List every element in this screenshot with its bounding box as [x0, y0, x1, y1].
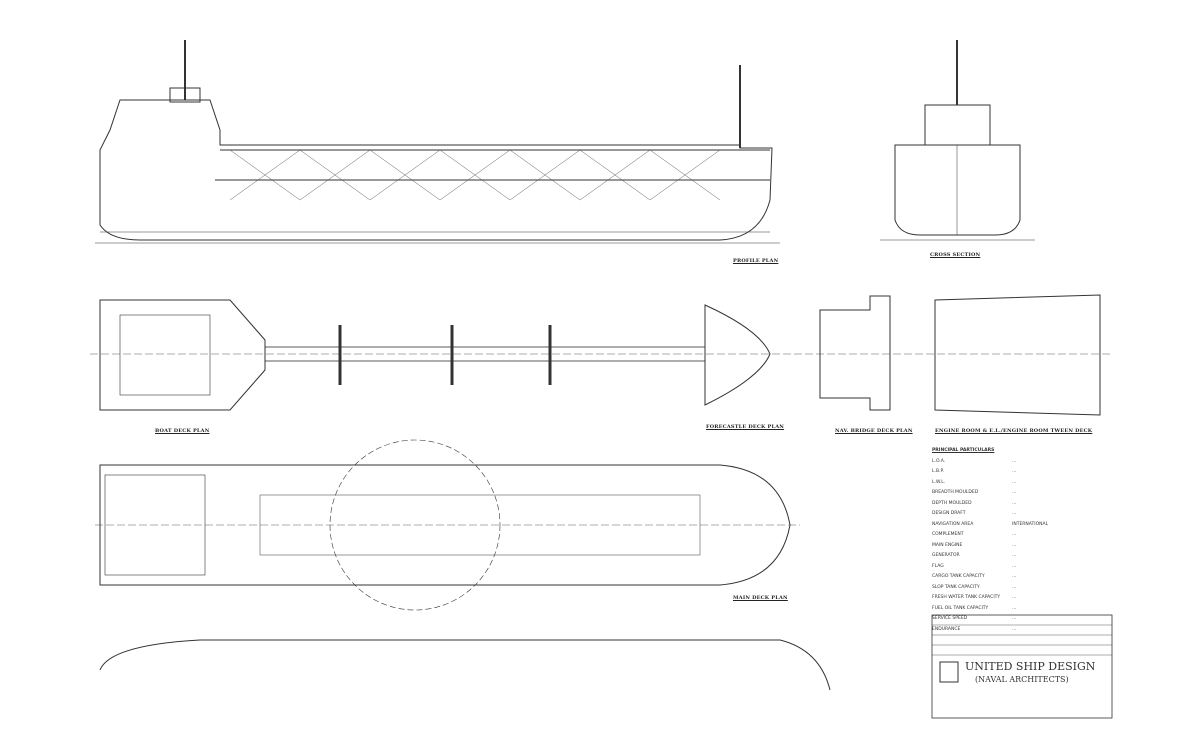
company-subtitle: (NAVAL ARCHITECTS) [975, 675, 1069, 684]
catwalk [264, 346, 706, 362]
particular-row: CARGO TANK CAPACITY … [932, 572, 1112, 583]
particular-row: ENDURANCE … [932, 624, 1112, 635]
particular-value: … [1012, 553, 1017, 559]
manifold-walkways [338, 325, 552, 385]
label-profile-plan: PROFILE PLAN [733, 258, 779, 264]
particular-row: SLOP TANK CAPACITY … [932, 582, 1112, 593]
particular-row: L.O.A. … [932, 456, 1112, 467]
particular-value: … [1012, 490, 1017, 496]
particular-row: L.W.L. … [932, 477, 1112, 488]
label-cross-section: CROSS SECTION [930, 252, 981, 258]
profile-plan [95, 40, 780, 244]
particular-key: NAVIGATION AREA [932, 521, 974, 527]
particular-key: CARGO TANK CAPACITY [932, 574, 985, 580]
principal-particulars: PRINCIPAL PARTICULARS L.O.A.…L.B.P.…L.W.… [932, 448, 1112, 635]
particular-row: FUEL OIL TANK CAPACITY … [932, 603, 1112, 614]
particular-row: DEPTH MOULDED … [932, 498, 1112, 509]
forecastle-deck-plan [704, 304, 771, 406]
particulars-title: PRINCIPAL PARTICULARS [932, 448, 995, 453]
particular-value: … [1012, 595, 1017, 601]
particular-value: … [1012, 563, 1017, 569]
nav-bridge-deck-plan [819, 295, 891, 411]
particular-key: MAIN ENGINE [932, 542, 963, 548]
label-nav-bridge: NAV. BRIDGE DECK PLAN [835, 428, 913, 434]
particular-row: NAVIGATION AREA INTERNATIONAL [932, 519, 1112, 530]
particular-key: DEPTH MOULDED [932, 500, 972, 506]
particular-key: L.W.L. [932, 479, 946, 485]
particular-row: SERVICE SPEED … [932, 614, 1112, 625]
particular-key: FRESH WATER TANK CAPACITY [932, 595, 1001, 601]
particular-value: … [1012, 616, 1017, 622]
particular-value: … [1012, 458, 1017, 464]
particular-key: ENDURANCE [932, 626, 961, 632]
particular-value: … [1012, 500, 1017, 506]
particular-value: … [1012, 605, 1017, 611]
particular-value: … [1012, 542, 1017, 548]
particular-value: … [1012, 574, 1017, 580]
particular-row: FRESH WATER TANK CAPACITY … [932, 593, 1112, 604]
tank-plan [99, 639, 831, 691]
particular-row: COMPLEMENT … [932, 530, 1112, 541]
particular-key: COMPLEMENT [932, 532, 964, 538]
particular-key: BREADTH MOULDED [932, 490, 979, 496]
particular-key: L.B.P. [932, 469, 944, 475]
particular-key: SLOP TANK CAPACITY [932, 584, 980, 590]
label-main-deck: MAIN DECK PLAN [733, 595, 788, 601]
particular-row: FLAG … [932, 561, 1112, 572]
particular-row: GENERATOR … [932, 551, 1112, 562]
particular-key: FUEL OIL TANK CAPACITY [932, 605, 989, 611]
company-name: UNITED SHIP DESIGN [965, 660, 1096, 673]
label-boat-deck: BOAT DECK PLAN [155, 428, 210, 434]
particular-row: DESIGN DRAFT … [932, 509, 1112, 520]
particular-value: … [1012, 511, 1017, 517]
particular-value: … [1012, 626, 1017, 632]
particular-key: DESIGN DRAFT [932, 511, 966, 517]
particular-value: … [1012, 532, 1017, 538]
particular-key: FLAG [932, 563, 944, 569]
particular-key: GENERATOR [932, 553, 960, 559]
particular-row: MAIN ENGINE … [932, 540, 1112, 551]
particular-value: … [1012, 469, 1017, 475]
particular-value: INTERNATIONAL [1012, 521, 1049, 527]
label-forecastle-deck: FORECASTLE DECK PLAN [706, 424, 785, 430]
main-deck-plan [95, 439, 800, 611]
cross-section [880, 40, 1035, 241]
engine-room-plan [934, 294, 1101, 416]
particular-value: … [1012, 479, 1017, 485]
label-engine-room: ENGINE ROOM & E.L./ENGINE ROOM TWEEN DEC… [935, 428, 1093, 434]
company-logo [939, 661, 959, 683]
particular-key: SERVICE SPEED [932, 616, 968, 622]
particular-row: BREADTH MOULDED … [932, 488, 1112, 499]
particular-value: … [1012, 584, 1017, 590]
particular-key: L.O.A. [932, 458, 946, 464]
boat-deck-plan [99, 299, 266, 411]
particular-row: L.B.P. … [932, 467, 1112, 478]
